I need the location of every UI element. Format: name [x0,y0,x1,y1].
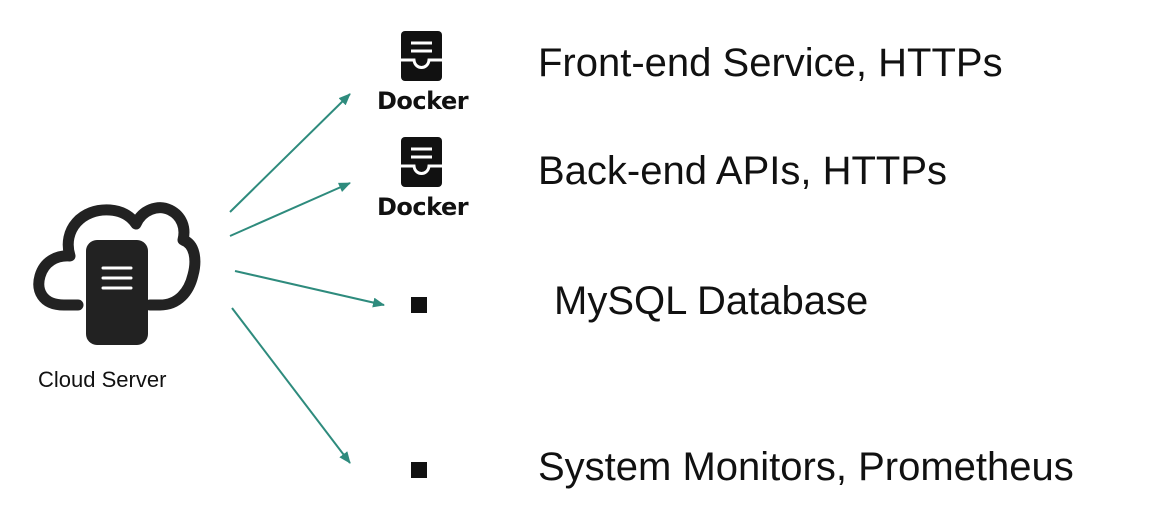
docker-box [401,137,442,187]
cloud-server-icon [33,202,201,345]
docker-wordmark: Docker [377,87,469,115]
cloud-outline [33,202,201,311]
docker-icon [401,31,442,81]
docker-icon [401,137,442,187]
arrow-to-mysql [234,270,385,308]
docker-wordmark: Docker [377,193,469,221]
mysql-database-label: MySQL Database [554,279,869,323]
system-monitors-label: System Monitors, Prometheus [538,445,1074,489]
arrow-to-backend [229,182,351,237]
cloud-server-label: Cloud Server [38,367,167,392]
arrow-to-monitors [231,307,351,464]
docker-tray [401,58,442,69]
docker-box [401,31,442,81]
square-bullet [411,297,427,313]
server-body [86,240,148,345]
frontend-service-label: Front-end Service, HTTPs [538,41,1003,85]
docker-tray [401,164,442,175]
backend-apis-label: Back-end APIs, HTTPs [538,149,948,193]
arrow-to-frontend [229,93,351,213]
square-bullet [411,462,427,478]
